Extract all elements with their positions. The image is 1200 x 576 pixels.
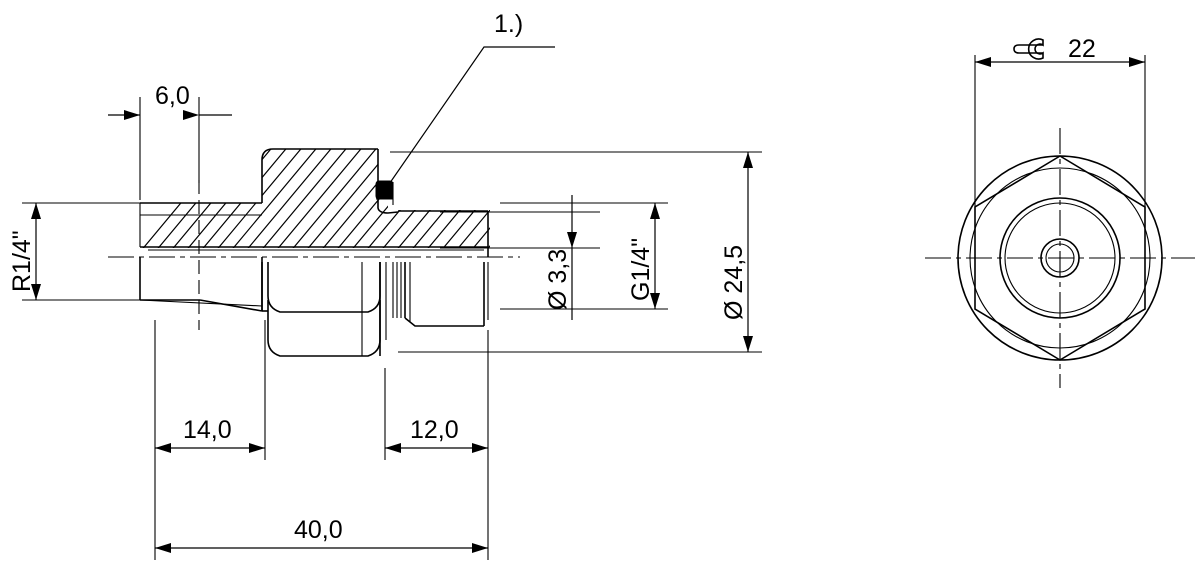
dimension-bore-3-3: Ø 3,3 (440, 195, 600, 320)
thread-major-circle (999, 197, 1121, 319)
dimension-label-bore: Ø 3,3 (544, 249, 572, 310)
callout-label-1: 1.) (494, 10, 523, 38)
wrench-icon (1013, 38, 1044, 60)
section-upper-outline (140, 148, 489, 257)
bore-circle-outer (1040, 238, 1080, 278)
dimension-label-od: Ø 24,5 (720, 245, 748, 320)
hex-inscribed-circle (969, 167, 1151, 349)
left-thread-detail (139, 203, 262, 247)
dimension-6mm: 6,0 (108, 82, 232, 200)
dimension-label-40mm: 40,0 (294, 516, 343, 544)
dimension-r14: R1/4" (8, 202, 140, 301)
thread-minor-circle (1004, 202, 1116, 314)
dimension-label-wrench: 22 (1068, 35, 1096, 63)
dimension-12mm: 12,0 (384, 330, 489, 460)
front-view (925, 128, 1195, 388)
dimension-label-g14: G1/4" (627, 238, 655, 301)
dimension-label-6mm: 6,0 (155, 82, 190, 110)
callout-1: 1.) (384, 10, 555, 191)
dimension-14mm: 14,0 (154, 320, 266, 460)
dimension-label-12mm: 12,0 (410, 416, 459, 444)
dimension-label-r14: R1/4" (8, 230, 36, 292)
dimension-40mm: 40,0 (154, 460, 489, 560)
dimension-od-24-5: Ø 24,5 (390, 151, 762, 353)
dimension-label-14mm: 14,0 (183, 416, 232, 444)
bore-circle-inner (1045, 243, 1075, 273)
section-lower-outline (139, 257, 489, 357)
dimension-wrench-22: 22 (974, 35, 1146, 210)
dimension-g14: G1/4" (500, 202, 668, 310)
